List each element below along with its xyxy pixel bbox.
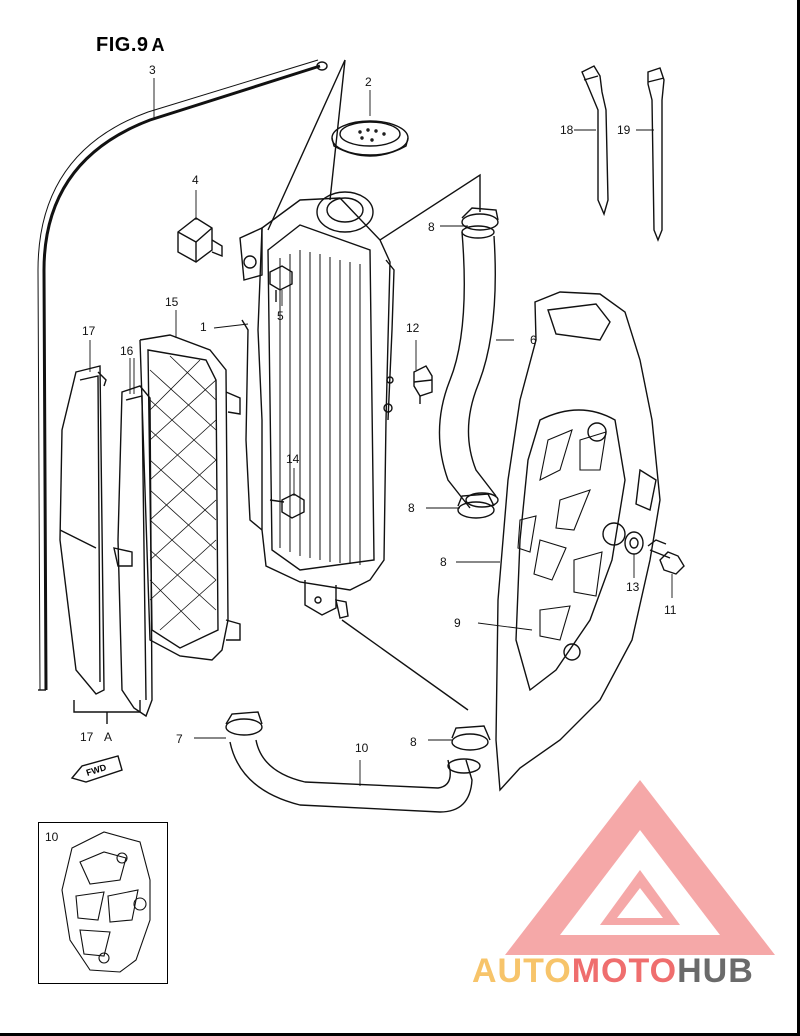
clip [413, 365, 433, 404]
callout-9: 8 [440, 555, 447, 569]
hose-clamp-mid [457, 493, 495, 519]
callout-8-lower-right: 8 [410, 735, 417, 749]
callout-4: 4 [192, 173, 199, 187]
right-border [797, 0, 800, 1036]
bolt-15 [269, 493, 305, 519]
callout-5: 5 [277, 309, 284, 323]
watermark-part-moto: MOTO [571, 952, 678, 990]
watermark-text: AUTOMOTOHUB [472, 952, 754, 991]
callout-13: 13 [626, 580, 640, 594]
upper-hose [438, 225, 499, 509]
callout-14: 15 [165, 295, 179, 309]
bottom-border [0, 1033, 800, 1036]
figure-title-text: FIG.9 [96, 34, 149, 56]
callout-16: 16 [120, 344, 134, 358]
callout-7: 10 [355, 741, 369, 755]
callout-1: 1 [200, 320, 207, 334]
washer [624, 531, 644, 555]
fwd-arrow-icon [70, 755, 123, 783]
callout-6: 6 [530, 333, 537, 347]
side-seal-16 [113, 385, 153, 718]
side-seal-17 [59, 365, 107, 695]
callout-12: 11 [664, 603, 677, 617]
callout-8-mid: 8 [408, 501, 415, 515]
rubber-mount [177, 217, 223, 263]
callout-17-lower: 17 [80, 730, 94, 744]
callout-8-lower-left: 7 [176, 732, 183, 746]
watermark-logo-icon [505, 780, 775, 955]
bolt-12 [647, 539, 685, 575]
cable-tie-18 [581, 65, 609, 217]
overflow-hose [42, 64, 321, 691]
radiator-shroud [495, 291, 661, 792]
cable-tie-19 [647, 67, 665, 242]
callout-2: 2 [365, 75, 372, 89]
inset-label: 10 [45, 830, 59, 844]
callout-17-upper: 17 [82, 324, 96, 338]
inset-shroud-drawing [61, 831, 151, 973]
lower-hose [229, 739, 481, 813]
callout-3: 3 [149, 63, 156, 77]
callout-10: 9 [454, 616, 461, 630]
callout-11: 12 [406, 321, 420, 335]
hose-clamp-lower-left [225, 711, 263, 736]
watermark-part-hub: HUB [677, 952, 754, 990]
callout-19: 19 [617, 123, 631, 137]
hose-clamp-lower-right [451, 725, 491, 751]
callout-15: 14 [286, 452, 300, 466]
bolt-5 [269, 265, 293, 302]
callout-18: 18 [560, 123, 574, 137]
radiator-guard [139, 334, 241, 661]
radiator-cap [331, 120, 409, 157]
radiator [239, 191, 395, 619]
watermark-part-auto: AUTO [472, 952, 572, 990]
inset-frame: 10 [38, 822, 168, 984]
figure-title-suffix: A [151, 35, 166, 55]
callout-a: A [104, 730, 113, 744]
callout-8-upper: 8 [428, 220, 435, 234]
hose-clamp-upper [461, 207, 499, 231]
